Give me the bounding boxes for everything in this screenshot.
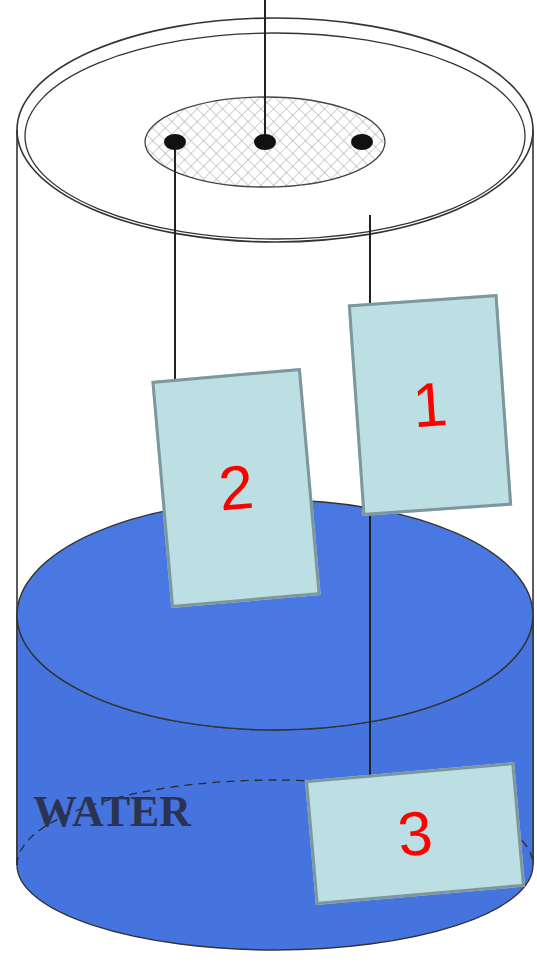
jar-rim [17,18,533,242]
suspension-line [264,0,266,142]
callout-number: 1 [411,373,450,437]
specimen-box: 3 [305,762,525,905]
part-label: WATER [33,790,191,834]
hook-dot [164,134,186,150]
specimen-box: 1 [348,294,512,516]
hook-dot [351,134,373,150]
jar-rim-inner [25,33,525,239]
string [174,142,176,390]
string [369,215,371,310]
string [369,510,371,775]
specimen-box: 2 [151,368,320,608]
hook-dot [254,134,276,150]
callout-number: 2 [216,456,256,521]
callout-number: 3 [395,801,435,866]
